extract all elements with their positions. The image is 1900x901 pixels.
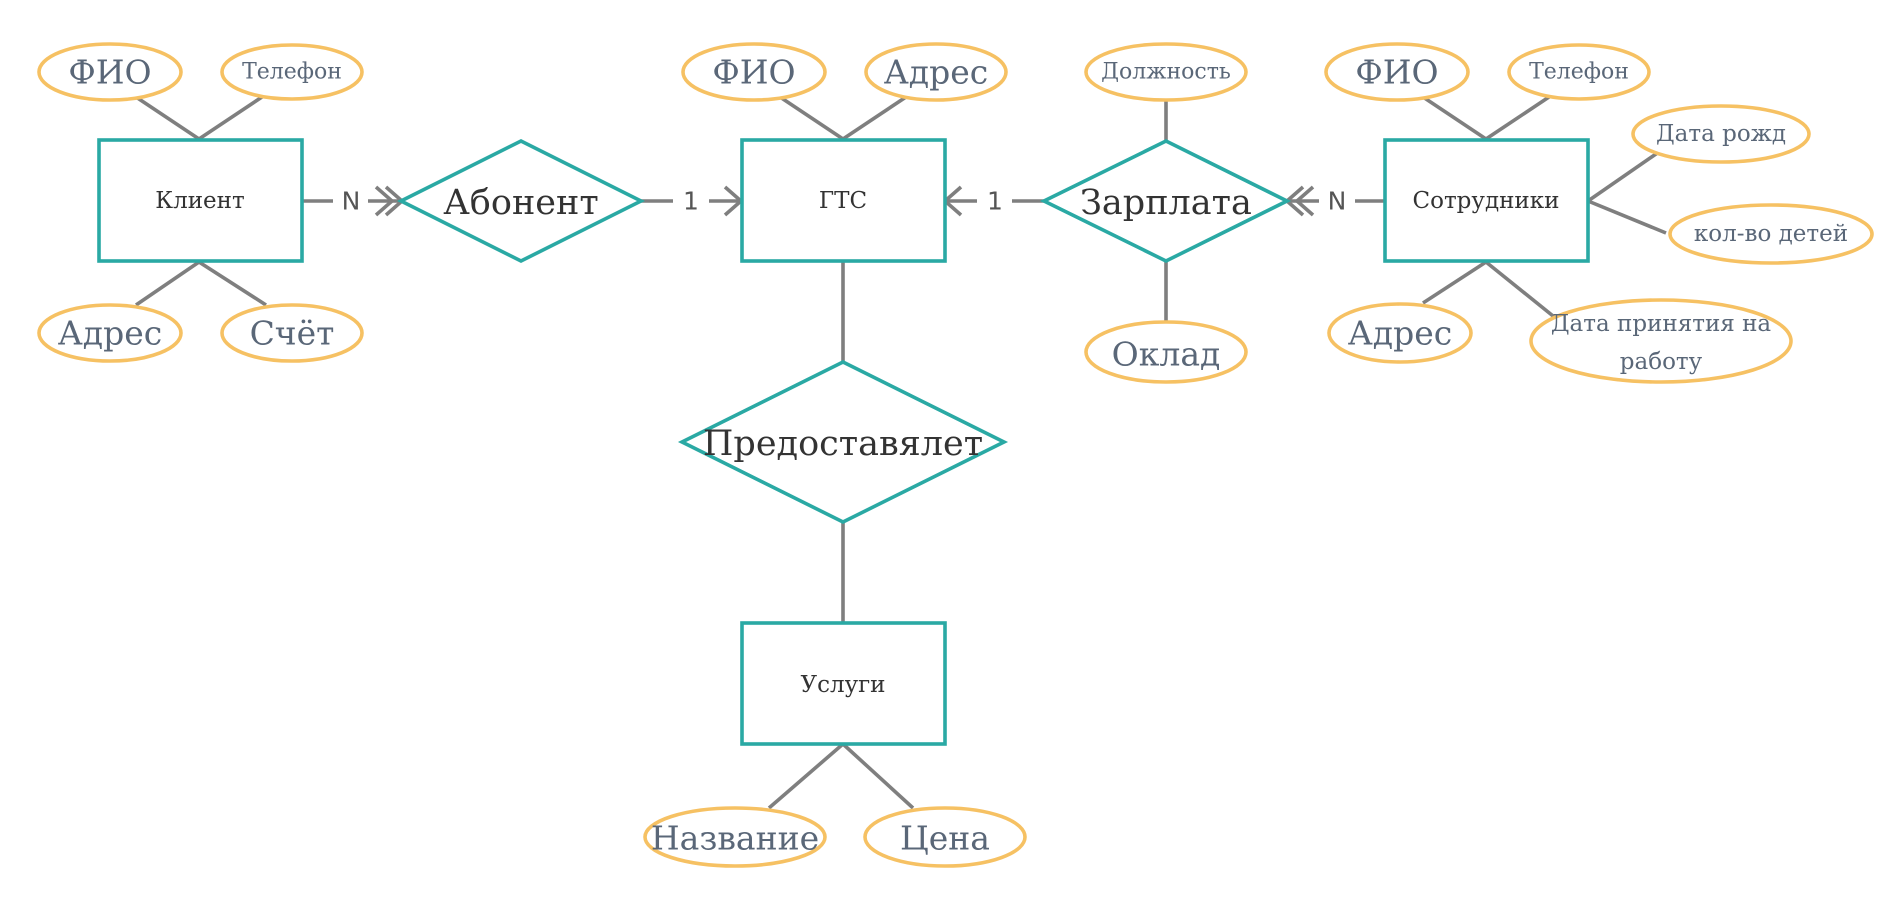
attribute-klient-adres-label: Адрес: [58, 314, 162, 353]
cardinality-gts-zarplata: 1: [987, 187, 1003, 216]
connector-uslugi-nazvanie: [767, 742, 845, 810]
attribute-klient-fio[interactable]: ФИО: [37, 42, 183, 102]
attribute-zarplata-oklad[interactable]: Оклад: [1084, 320, 1248, 384]
cardinality-abonent-gts: 1: [683, 187, 699, 216]
entity-sotrudniki[interactable]: Сотрудники: [1383, 138, 1590, 263]
attribute-zarplata-dolzhnost-shape: [1084, 42, 1248, 102]
connector-klient-telefon: [198, 93, 266, 141]
attribute-klient-adres[interactable]: Адрес: [37, 303, 183, 363]
entity-uslugi-box: [740, 621, 947, 746]
connector-gts-fio: [776, 93, 844, 141]
attribute-klient-telefon-label: Телефон: [242, 60, 342, 85]
entity-uslugi-label: Услуги: [800, 672, 885, 698]
attribute-sotrudniki-fio-shape: [1324, 42, 1470, 102]
entity-sotrudniki-box: [1383, 138, 1590, 263]
attribute-uslugi-tsena[interactable]: Цена: [863, 806, 1027, 868]
relationship-zarplata[interactable]: Зарплата: [1039, 138, 1292, 264]
attribute-sotrudniki-fio[interactable]: ФИО: [1324, 42, 1470, 102]
entity-klient[interactable]: Клиент: [97, 138, 304, 263]
attribute-uslugi-tsena-shape: [863, 806, 1027, 868]
attribute-sotrudniki-data-prinyatiya[interactable]: Дата принятия на работу: [1529, 298, 1793, 384]
entity-sotrudniki-label: Сотрудники: [1413, 188, 1560, 214]
entity-gts-box: [740, 138, 947, 263]
cardinality-klient-abonent: N: [342, 187, 361, 216]
relationship-zarplata-label: Зарплата: [1080, 183, 1252, 223]
attribute-klient-fio-label: ФИО: [68, 53, 151, 92]
attribute-sotrudniki-telefon[interactable]: Телефон: [1507, 43, 1651, 101]
attribute-sotrudniki-kol-vo-detey-label: кол-во детей: [1694, 221, 1848, 247]
connector-sotr-data-rozhd: [1586, 145, 1668, 203]
relationship-abonent-label: Абонент: [443, 183, 598, 223]
entity-klient-label: Клиент: [155, 188, 244, 214]
crowfoot-arrow-icon: [374, 185, 395, 217]
attribute-sotrudniki-kol-vo-detey-shape: [1668, 203, 1874, 265]
connector-sotr-telefon: [1485, 93, 1553, 141]
attribute-sotrudniki-fio-label: ФИО: [1355, 53, 1438, 92]
attribute-sotrudniki-adres-label: Адрес: [1348, 314, 1452, 353]
connector-uslugi-tsena: [841, 742, 915, 810]
connector-sotr-fio: [1419, 93, 1487, 141]
attribute-klient-adres-shape: [37, 303, 183, 363]
connector-klient-schet: [198, 260, 267, 307]
attribute-klient-schet-shape: [220, 303, 364, 363]
attribute-klient-telefon-shape: [220, 43, 364, 101]
entity-gts-label: ГТС: [819, 188, 867, 214]
relationship-predostavlyaet-label: Предоставялет: [703, 424, 983, 464]
entity-gts[interactable]: ГТС: [740, 138, 947, 263]
attribute-klient-schet-label: Счёт: [250, 314, 335, 353]
attribute-sotrudniki-telefon-label: Телефон: [1529, 60, 1629, 85]
attribute-gts-adres[interactable]: Адрес: [864, 42, 1008, 102]
attribute-gts-adres-label: Адрес: [884, 53, 988, 92]
attribute-sotrudniki-data-prinyatiya-line1: Дата принятия на: [1551, 311, 1772, 337]
attribute-sotrudniki-adres-shape: [1327, 302, 1473, 364]
attribute-uslugi-nazvanie-shape: [643, 806, 827, 868]
attribute-sotrudniki-data-prinyatiya-line2: работу: [1620, 349, 1703, 375]
attribute-sotrudniki-data-prinyatiya-shape: [1529, 298, 1793, 384]
attribute-sotrudniki-adres[interactable]: Адрес: [1327, 302, 1473, 364]
entity-uslugi[interactable]: Услуги: [740, 621, 947, 746]
connector-sotr-kol-vo-detey: [1587, 199, 1667, 235]
attribute-zarplata-dolzhnost-label: Должность: [1101, 60, 1231, 85]
connector-gts-adres: [842, 93, 910, 141]
entity-klient-box: [97, 138, 304, 263]
relationship-abonent-shape: [396, 138, 646, 264]
relationship-predostavlyaet-shape: [677, 359, 1009, 525]
connector-sotr-adres: [1422, 260, 1487, 305]
connector-klient-adres: [134, 260, 201, 307]
cardinality-zarplata-sotrudniki: N: [1328, 187, 1347, 216]
attribute-sotrudniki-data-rozhd[interactable]: Дата рожд: [1631, 104, 1811, 164]
connector-sotr-data-prinyatiya: [1484, 260, 1560, 322]
attribute-zarplata-dolzhnost[interactable]: Должность: [1084, 42, 1248, 102]
attribute-uslugi-nazvanie[interactable]: Название: [643, 806, 827, 868]
connector-klient-fio: [132, 93, 200, 141]
attribute-uslugi-nazvanie-label: Название: [651, 819, 819, 858]
attribute-klient-fio-shape: [37, 42, 183, 102]
attribute-zarplata-oklad-label: Оклад: [1112, 335, 1221, 374]
relationship-zarplata-shape: [1039, 138, 1292, 264]
relationship-abonent[interactable]: Абонент: [396, 138, 646, 264]
attribute-sotrudniki-kol-vo-detey[interactable]: кол-во детей: [1668, 203, 1874, 265]
relationship-predostavlyaet[interactable]: Предоставялет: [677, 359, 1009, 525]
attribute-klient-schet[interactable]: Счёт: [220, 303, 364, 363]
attribute-sotrudniki-data-rozhd-label: Дата рожд: [1656, 121, 1786, 147]
attribute-gts-fio-shape: [681, 42, 827, 102]
attribute-sotrudniki-data-rozhd-shape: [1631, 104, 1811, 164]
attribute-gts-fio[interactable]: ФИО: [681, 42, 827, 102]
attribute-uslugi-tsena-label: Цена: [900, 819, 990, 858]
crowfoot-arrow-icon: [1294, 185, 1315, 217]
attribute-zarplata-oklad-shape: [1084, 320, 1248, 384]
attribute-gts-fio-label: ФИО: [712, 53, 795, 92]
attribute-klient-telefon[interactable]: Телефон: [220, 43, 364, 101]
attribute-gts-adres-shape: [864, 42, 1008, 102]
attribute-sotrudniki-telefon-shape: [1507, 43, 1651, 101]
